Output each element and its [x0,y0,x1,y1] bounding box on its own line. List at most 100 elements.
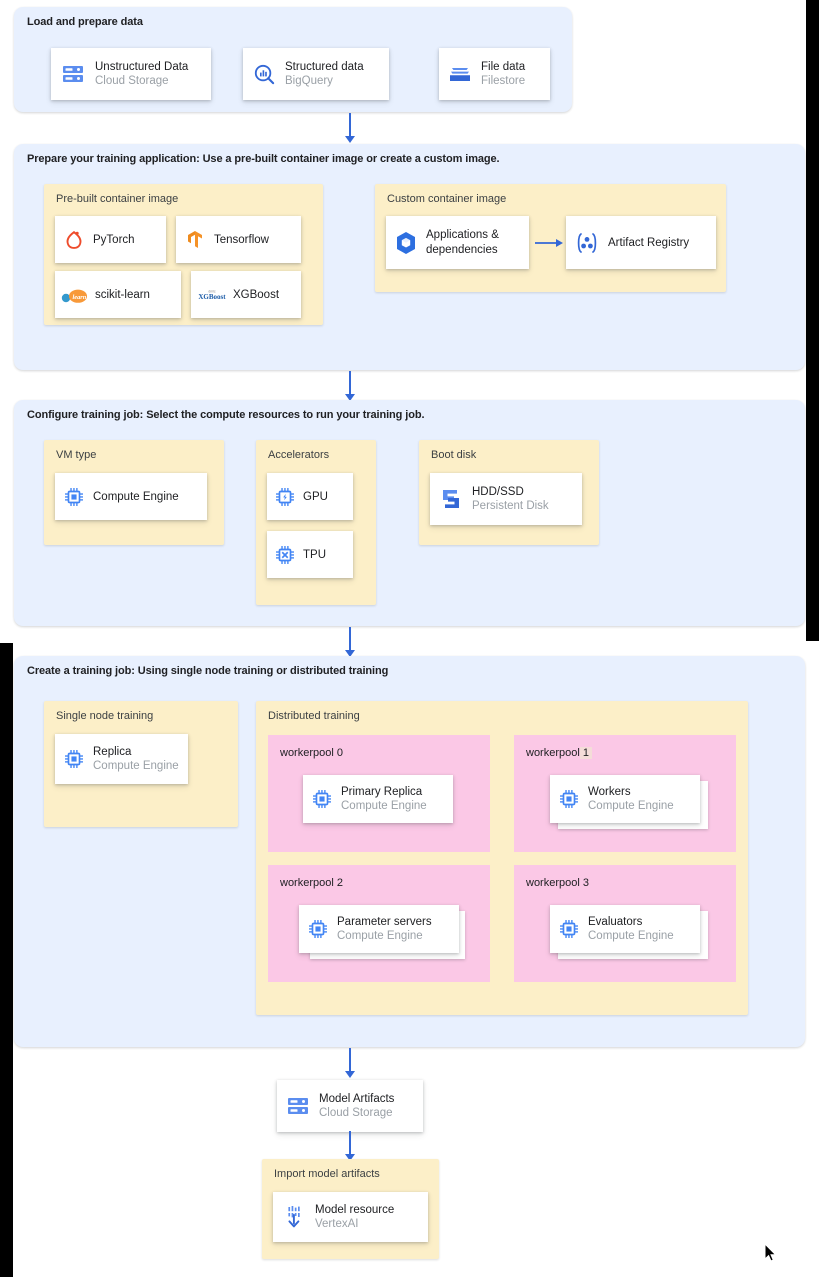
pool-label: workerpool 2 [280,877,343,889]
tensorflow-icon [176,228,214,252]
tpu-chip-icon [267,544,303,566]
group-accelerators: Accelerators GPU [256,440,376,605]
card-title: Primary Replica [341,785,423,798]
card-subtitle: Cloud Storage [319,1106,393,1119]
arrow-stage1-to-stage2 [342,113,358,144]
card-subtitle: Persistent Disk [472,499,549,512]
stage-title: Create a training job: Using single node… [27,665,389,677]
card-file-data[interactable]: File data Filestore [439,48,550,100]
arrow-stage4-to-model-artifacts [342,1048,358,1079]
stage-configure-training-job: Configure training job: Select the compu… [14,400,805,626]
gpu-chip-icon [267,486,303,508]
card-artifact-registry[interactable]: Artifact Registry [566,216,716,269]
card-evaluators[interactable]: Evaluators Compute Engine [550,905,700,953]
card-title: Replica [93,745,132,758]
svg-text:dmlc: dmlc [208,289,215,293]
screen-edge-right [806,0,819,641]
pool-workerpool-2: workerpool 2 [268,865,490,982]
card-subtitle: Compute Engine [93,759,179,772]
stage-prepare-training-application: Prepare your training application: Use a… [14,144,805,370]
card-title: Evaluators [588,915,643,928]
group-title: VM type [56,449,97,461]
card-title: Model Artifacts [319,1092,395,1105]
cpu-chip-icon [55,486,93,508]
bigquery-icon [243,63,285,86]
stage-load-and-prepare-data: Load and prepare data Unstructured Data … [14,7,572,112]
card-workers[interactable]: Workers Compute Engine [550,775,700,823]
card-title: File data [481,60,526,73]
cpu-chip-icon [550,788,588,810]
persistent-disk-icon [430,487,472,511]
group-title: Boot disk [431,449,477,461]
card-primary-replica[interactable]: Primary Replica Compute Engine [303,775,453,823]
arrow-stage3-to-stage4 [342,627,358,658]
card-subtitle: Compute Engine [588,799,674,812]
group-import-model-artifacts: Import model artifacts Model resource Ve… [262,1159,439,1259]
card-tensorflow[interactable]: Tensorflow [176,216,301,263]
pytorch-icon [55,228,93,252]
card-title: Workers [588,785,631,798]
svg-text:learn: learn [73,294,87,301]
screen-edge-left [0,643,13,1277]
scikit-learn-icon: learn [55,286,95,304]
card-title: Compute Engine [93,490,179,503]
pool-title: workerpool 2 [280,877,343,889]
pool-title: workerpool 0 [280,747,343,759]
card-title: Tensorflow [214,233,269,246]
card-title: scikit-learn [95,288,150,301]
card-title: Applications & dependencies [426,228,499,256]
group-distributed-training: Distributed training workerpool 0 [256,701,748,1015]
group-title: Pre-built container image [56,193,179,205]
artifact-registry-icon [566,231,608,255]
group-title: Single node training [56,710,154,722]
card-subtitle: BigQuery [285,74,333,87]
card-subtitle: Cloud Storage [95,74,169,87]
card-title: Unstructured Data [95,60,189,73]
card-subtitle: Compute Engine [341,799,427,812]
group-boot-disk: Boot disk HDD/SSD Persistent Disk [419,440,599,545]
group-title: Import model artifacts [274,1168,380,1180]
card-model-resource[interactable]: Model resource VertexAI [273,1192,428,1242]
card-replica[interactable]: Replica Compute Engine [55,734,188,784]
card-title: Structured data [285,60,364,73]
card-title: TPU [303,548,326,561]
cpu-chip-icon [550,918,588,940]
mouse-cursor [764,1242,778,1263]
card-subtitle: VertexAI [315,1217,359,1230]
card-subtitle: Compute Engine [588,929,674,942]
cpu-chip-icon [299,918,337,940]
pool-label: workerpool 3 [526,877,589,889]
pool-label: workerpool [526,747,580,759]
pool-workerpool-3: workerpool 3 [514,865,736,982]
card-parameter-servers[interactable]: Parameter servers Compute Engine [299,905,459,953]
card-scikit-learn[interactable]: learn scikit-learn [55,271,181,318]
card-gpu[interactable]: GPU [267,473,353,520]
card-xgboost[interactable]: dmlc XGBoost XGBoost [191,271,301,318]
card-model-artifacts[interactable]: Model Artifacts Cloud Storage [277,1080,423,1132]
card-tpu[interactable]: TPU [267,531,353,578]
card-title: Model resource [315,1203,395,1216]
card-hdd-ssd[interactable]: HDD/SSD Persistent Disk [430,473,582,525]
card-compute-engine[interactable]: Compute Engine [55,473,207,520]
group-title: Distributed training [268,710,360,722]
card-subtitle: Filestore [481,74,526,87]
card-title: XGBoost [233,288,280,301]
card-title: PyTorch [93,233,135,246]
card-applications-and-dependencies[interactable]: Applications & dependencies [386,216,529,269]
stage-title: Configure training job: Select the compu… [27,409,425,421]
card-pytorch[interactable]: PyTorch [55,216,166,263]
cpu-chip-icon [55,748,93,770]
card-structured-data[interactable]: Structured data BigQuery [243,48,389,100]
filestore-icon [439,64,481,84]
card-title: GPU [303,490,328,503]
group-custom-container-image: Custom container image Applications & de… [375,184,726,292]
cloud-storage-icon [277,1096,319,1116]
card-title: Parameter servers [337,915,432,928]
group-single-node-training: Single node training Replica Compute Eng… [44,701,238,827]
card-unstructured-data[interactable]: Unstructured Data Cloud Storage [51,48,211,100]
group-title: Accelerators [268,449,330,461]
cpu-chip-icon [303,788,341,810]
cloud-storage-icon [51,64,95,84]
